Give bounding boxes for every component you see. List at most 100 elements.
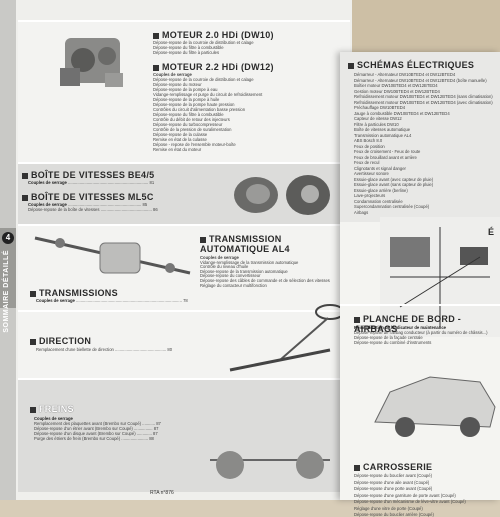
carrosserie-title: CARROSSERIE (354, 462, 432, 472)
schemas-line-15: Feux de brouillard avant et arrière (354, 154, 417, 160)
schemas-line-13: Feux de position (354, 143, 385, 149)
freins-line-4: Purge des étriers de frein (Brembo sur C… (34, 436, 154, 441)
freins-section (18, 378, 350, 492)
moteur20-line-2: Dépose-repose du filtre à combustible (153, 45, 224, 50)
moteur22-line-9: Contrôle du débit de retour des injecteu… (153, 117, 230, 122)
moteur22-line-8: Dépose-repose du filtre à combustible (153, 112, 224, 117)
schemas-line-7: Jauge à combustible DW10BTED4 et DW12BTE… (354, 110, 450, 116)
right-page: SCHÉMAS ÉLECTRIQUES Démarreur - Alternat… (340, 52, 500, 517)
moteur20-line-1: Dépose-repose de la courroie de distribu… (153, 40, 254, 45)
divider (340, 304, 500, 306)
moteur22-line-7: Contrôles du circuit d'alimentation bass… (153, 107, 246, 112)
background-floor (352, 0, 500, 52)
moteur20-title: MOTEUR 2.0 HDi (DW10) (153, 30, 274, 40)
moteur20-line-3: Dépose-repose du filtre à particules (153, 50, 220, 55)
freins-title: FREINS (30, 404, 74, 414)
brake-image (210, 451, 330, 479)
transmissions-title: TRANSMISSIONS (30, 288, 118, 298)
moteur22-line-5: Dépose-repose de la pompe à huile (153, 97, 220, 102)
moteur22-line-6: Dépose-repose de la pompe haute pression (153, 102, 235, 107)
moteur22-line-0: Couples de serrage (153, 72, 192, 77)
schemas-line-19: Essuie-glace avant (avec capteur de plui… (354, 176, 434, 182)
freins-line-0: Couples de serrage (34, 416, 73, 421)
schemas-line-4: Refroidissement moteur DW10BTED4 et DW12… (354, 94, 493, 99)
sidebar-strip: 4 SOMMAIRE DÉTAILLÉ (0, 0, 16, 500)
moteur22-line-4: Vidange-remplissage et purge du circuit … (153, 92, 263, 97)
chapter-number: 4 (2, 232, 14, 244)
moteur22-line-2: Dépose-repose du moteur (153, 82, 202, 87)
direction-section (18, 310, 350, 378)
schemas-line-6: Préchauffage DW10BTED4 (354, 105, 406, 110)
schemas-line-8: Capteur de vitesse DW12 (354, 116, 402, 121)
planche-line-2: Dépose-repose de la façade centrale (354, 335, 423, 340)
moteur22-line-14: Dépose - repose de l'ensemble moteur-boî… (153, 142, 236, 147)
planche-line-1: Dépose-repose de l'airbag conducteur (à … (354, 330, 488, 335)
schemas-line-10: Boîte de vitesses automatique (354, 127, 411, 132)
al4-line-2: Contrôle du niveau d'huile (200, 264, 249, 270)
schemas-line-22: Lave-projecteurs (354, 193, 386, 198)
sidebar-tab (0, 228, 16, 308)
moteur22-line-11: Contrôle de la pression de suralimentati… (153, 127, 232, 132)
planche-line-3: Dépose-repose du combiné d'instruments (354, 340, 432, 345)
planche-line-0: Réinitialisation de l'indicateur de main… (354, 325, 446, 330)
transmissions-line-1: Couples de serrage .....................… (36, 298, 188, 303)
chapter-label: SOMMAIRE DÉTAILLÉ (3, 250, 10, 333)
moteur22-line-3: Dépose-repose de la pompe à eau (153, 87, 218, 92)
carrosserie-line-6: Dépose-repose du bouclier arrière (Coupé… (354, 512, 434, 517)
schemas-title: SCHÉMAS ÉLECTRIQUES (348, 60, 474, 70)
steering-image (229, 304, 345, 372)
carrosserie-line-5: Réglage d'une vitre de porte (Coupé) (354, 505, 423, 511)
driveshaft-image (34, 236, 191, 275)
cut-title: É (488, 227, 495, 237)
planche-title: PLANCHE DE BORD - AIRBAGS (354, 314, 462, 334)
schemas-line-21: Essuie-glace arrière (berline) (354, 187, 408, 193)
schemas-line-25: Airbags (354, 209, 369, 215)
schemas-line-2: Boîtier moteur DW10BTED4 et DW12BTED4 (354, 83, 438, 88)
schemas-line-14: Feux de croisement - Feux de route (354, 149, 421, 154)
al4-line-6: Réglage du contacteur multifonction (200, 282, 267, 288)
al4-line-5: Dépose-repose des câbles de commande et … (200, 278, 330, 283)
bv45-line-1: Couples de serrage .....................… (28, 180, 155, 185)
schemas-line-1: Démarreur - Alternateur DW10BTED4 et DW1… (354, 77, 487, 83)
direction-line-1: Remplacement d'une biellette de directio… (36, 347, 173, 352)
schemas-line-11: Transmission automatique AL4 (354, 132, 412, 138)
ml5c-line-1: Couples de serrage .....................… (28, 202, 148, 207)
carrosserie-line-1: Dépose-repose d'une aile avant (Coupé) (354, 479, 430, 485)
engine-image (60, 38, 123, 87)
moteur22-line-13: Remise en état de la culasse (153, 137, 207, 142)
freins-line-1: Remplacement des plaquettes avant (Bremb… (34, 421, 161, 426)
carrosserie-line-2: Dépose-repose d'une porte avant (Coupé) (354, 486, 433, 491)
schemas-line-16: Feux de recul (354, 160, 380, 165)
freins-line-2: Dépose-repose d'un étrier avant (Brembo … (34, 426, 159, 431)
al4-line-0: Couples de serrage (200, 255, 239, 260)
schemas-line-9: Filtre à particules DW10 (354, 121, 399, 127)
schemas-line-3: Gestion moteur DW10BTED4 et DW12BTED4 (354, 88, 440, 94)
schemas-section (340, 52, 500, 222)
schemas-line-18: Avertisseur sonore (354, 171, 389, 176)
al4-line-3: Dépose-repose de la transmission automat… (200, 268, 288, 274)
wiring-diagram-image (380, 217, 500, 337)
ml5c-line-2: Dépose-repose de la boîte de vitesses ..… (28, 207, 158, 212)
schemas-line-12: ABS Bosch 8.0 (354, 138, 383, 143)
direction-title: DIRECTION (30, 336, 91, 346)
bv45-title: BOÎTE DE VITESSES BE4/5 (22, 170, 154, 180)
left-page: 4 SOMMAIRE DÉTAILLÉ MOTEUR 2.0 HDi (DW10… (0, 0, 352, 500)
schemas-line-0: Démarreur - Alternateur DW10BTED4 et DW1… (354, 72, 456, 77)
moteur22-line-12: Dépose-repose de la culasse (153, 132, 208, 137)
moteur22-line-10: Dépose-repose du turbocompresseur (153, 122, 223, 127)
ml5c-title: BOÎTE DE VITESSES ML5C (22, 192, 154, 202)
gearbox-image (234, 175, 330, 215)
schemas-line-20: Essuie-glace avant (sans capteur de plui… (354, 182, 434, 187)
page-footer: RTA n°876 (150, 490, 174, 496)
transmission-section (18, 224, 350, 310)
schemas-line-5: Refroidissement moteur DW10BTED4 et DW12… (354, 99, 493, 105)
carrosserie-line-3: Dépose-repose d'une garniture de porte a… (354, 492, 456, 498)
schemas-line-23: Condamnation centralisée (354, 198, 403, 204)
moteur22-title: MOTEUR 2.2 HDi (DW12) (153, 62, 274, 72)
freins-line-3: Dépose-repose d'un disque avant (Brembo … (34, 431, 158, 436)
al4-line-4: Dépose-repose du convertisseur (200, 273, 261, 279)
moteur22-line-1: Dépose-repose de la courroie de distribu… (153, 77, 254, 82)
schemas-line-24: Supercondamnation centralisée (Coupé) (354, 204, 430, 209)
moteur22-line-15: Remise en état du moteur (153, 147, 202, 152)
carrosserie-line-0: Dépose-repose du bouclier avant (Coupé) (354, 473, 432, 478)
